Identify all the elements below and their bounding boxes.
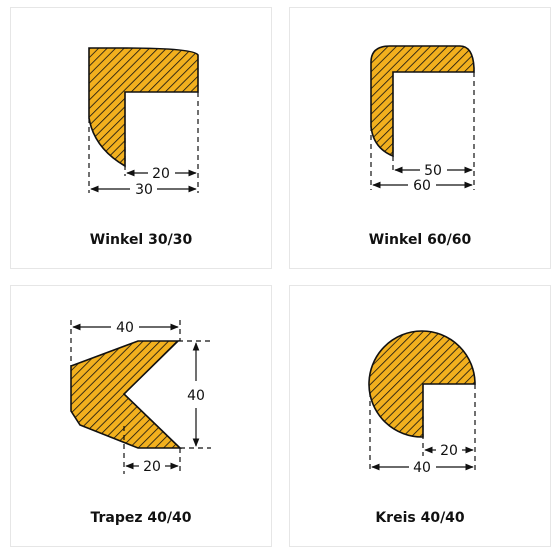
winkel-30-dim-inner: 20 [152, 166, 170, 182]
profile-card-winkel-30[interactable]: 20 30 Winkel 30/30 [10, 7, 272, 269]
profile-card-trapez-40[interactable]: 40 40 20 Trapez 40/40 [10, 285, 272, 547]
trapez-40-dim-right: 40 [187, 388, 205, 404]
winkel-60-dim-inner: 50 [424, 163, 442, 179]
winkel-60-dim-outer: 60 [413, 178, 431, 194]
winkel-30-dimensions: 20 30 [88, 92, 199, 198]
trapez-40-dimensions: 40 40 20 [70, 320, 211, 475]
kreis-40-caption: Kreis 40/40 [375, 510, 465, 526]
kreis-40-dim-inner: 20 [440, 443, 458, 459]
winkel-60-caption: Winkel 60/60 [368, 232, 472, 248]
winkel-30-dim-outer: 30 [135, 182, 153, 198]
winkel-30-drawing: 20 30 [88, 47, 199, 198]
kreis-40-drawing: 20 40 [368, 330, 476, 476]
kreis-40-shape [368, 330, 476, 438]
trapez-40-shape [70, 340, 182, 449]
trapez-40-dim-bottom: 20 [143, 459, 161, 475]
profile-card-kreis-40[interactable]: 20 40 Kreis 40/40 [289, 285, 551, 547]
winkel-30-shape [88, 47, 199, 168]
winkel-60-drawing: 50 60 [370, 45, 475, 194]
winkel-60-shape [370, 45, 475, 158]
kreis-40-dimensions: 20 40 [369, 384, 476, 476]
profile-card-winkel-60[interactable]: 50 60 Winkel 60/60 [289, 7, 551, 269]
kreis-40-dim-outer: 40 [413, 460, 431, 476]
winkel-60-dimensions: 50 60 [370, 72, 475, 194]
trapez-40-dim-top: 40 [116, 320, 134, 336]
trapez-40-caption: Trapez 40/40 [90, 510, 192, 526]
winkel-30-caption: Winkel 30/30 [89, 232, 193, 248]
trapez-40-drawing: 40 40 20 [70, 320, 211, 475]
